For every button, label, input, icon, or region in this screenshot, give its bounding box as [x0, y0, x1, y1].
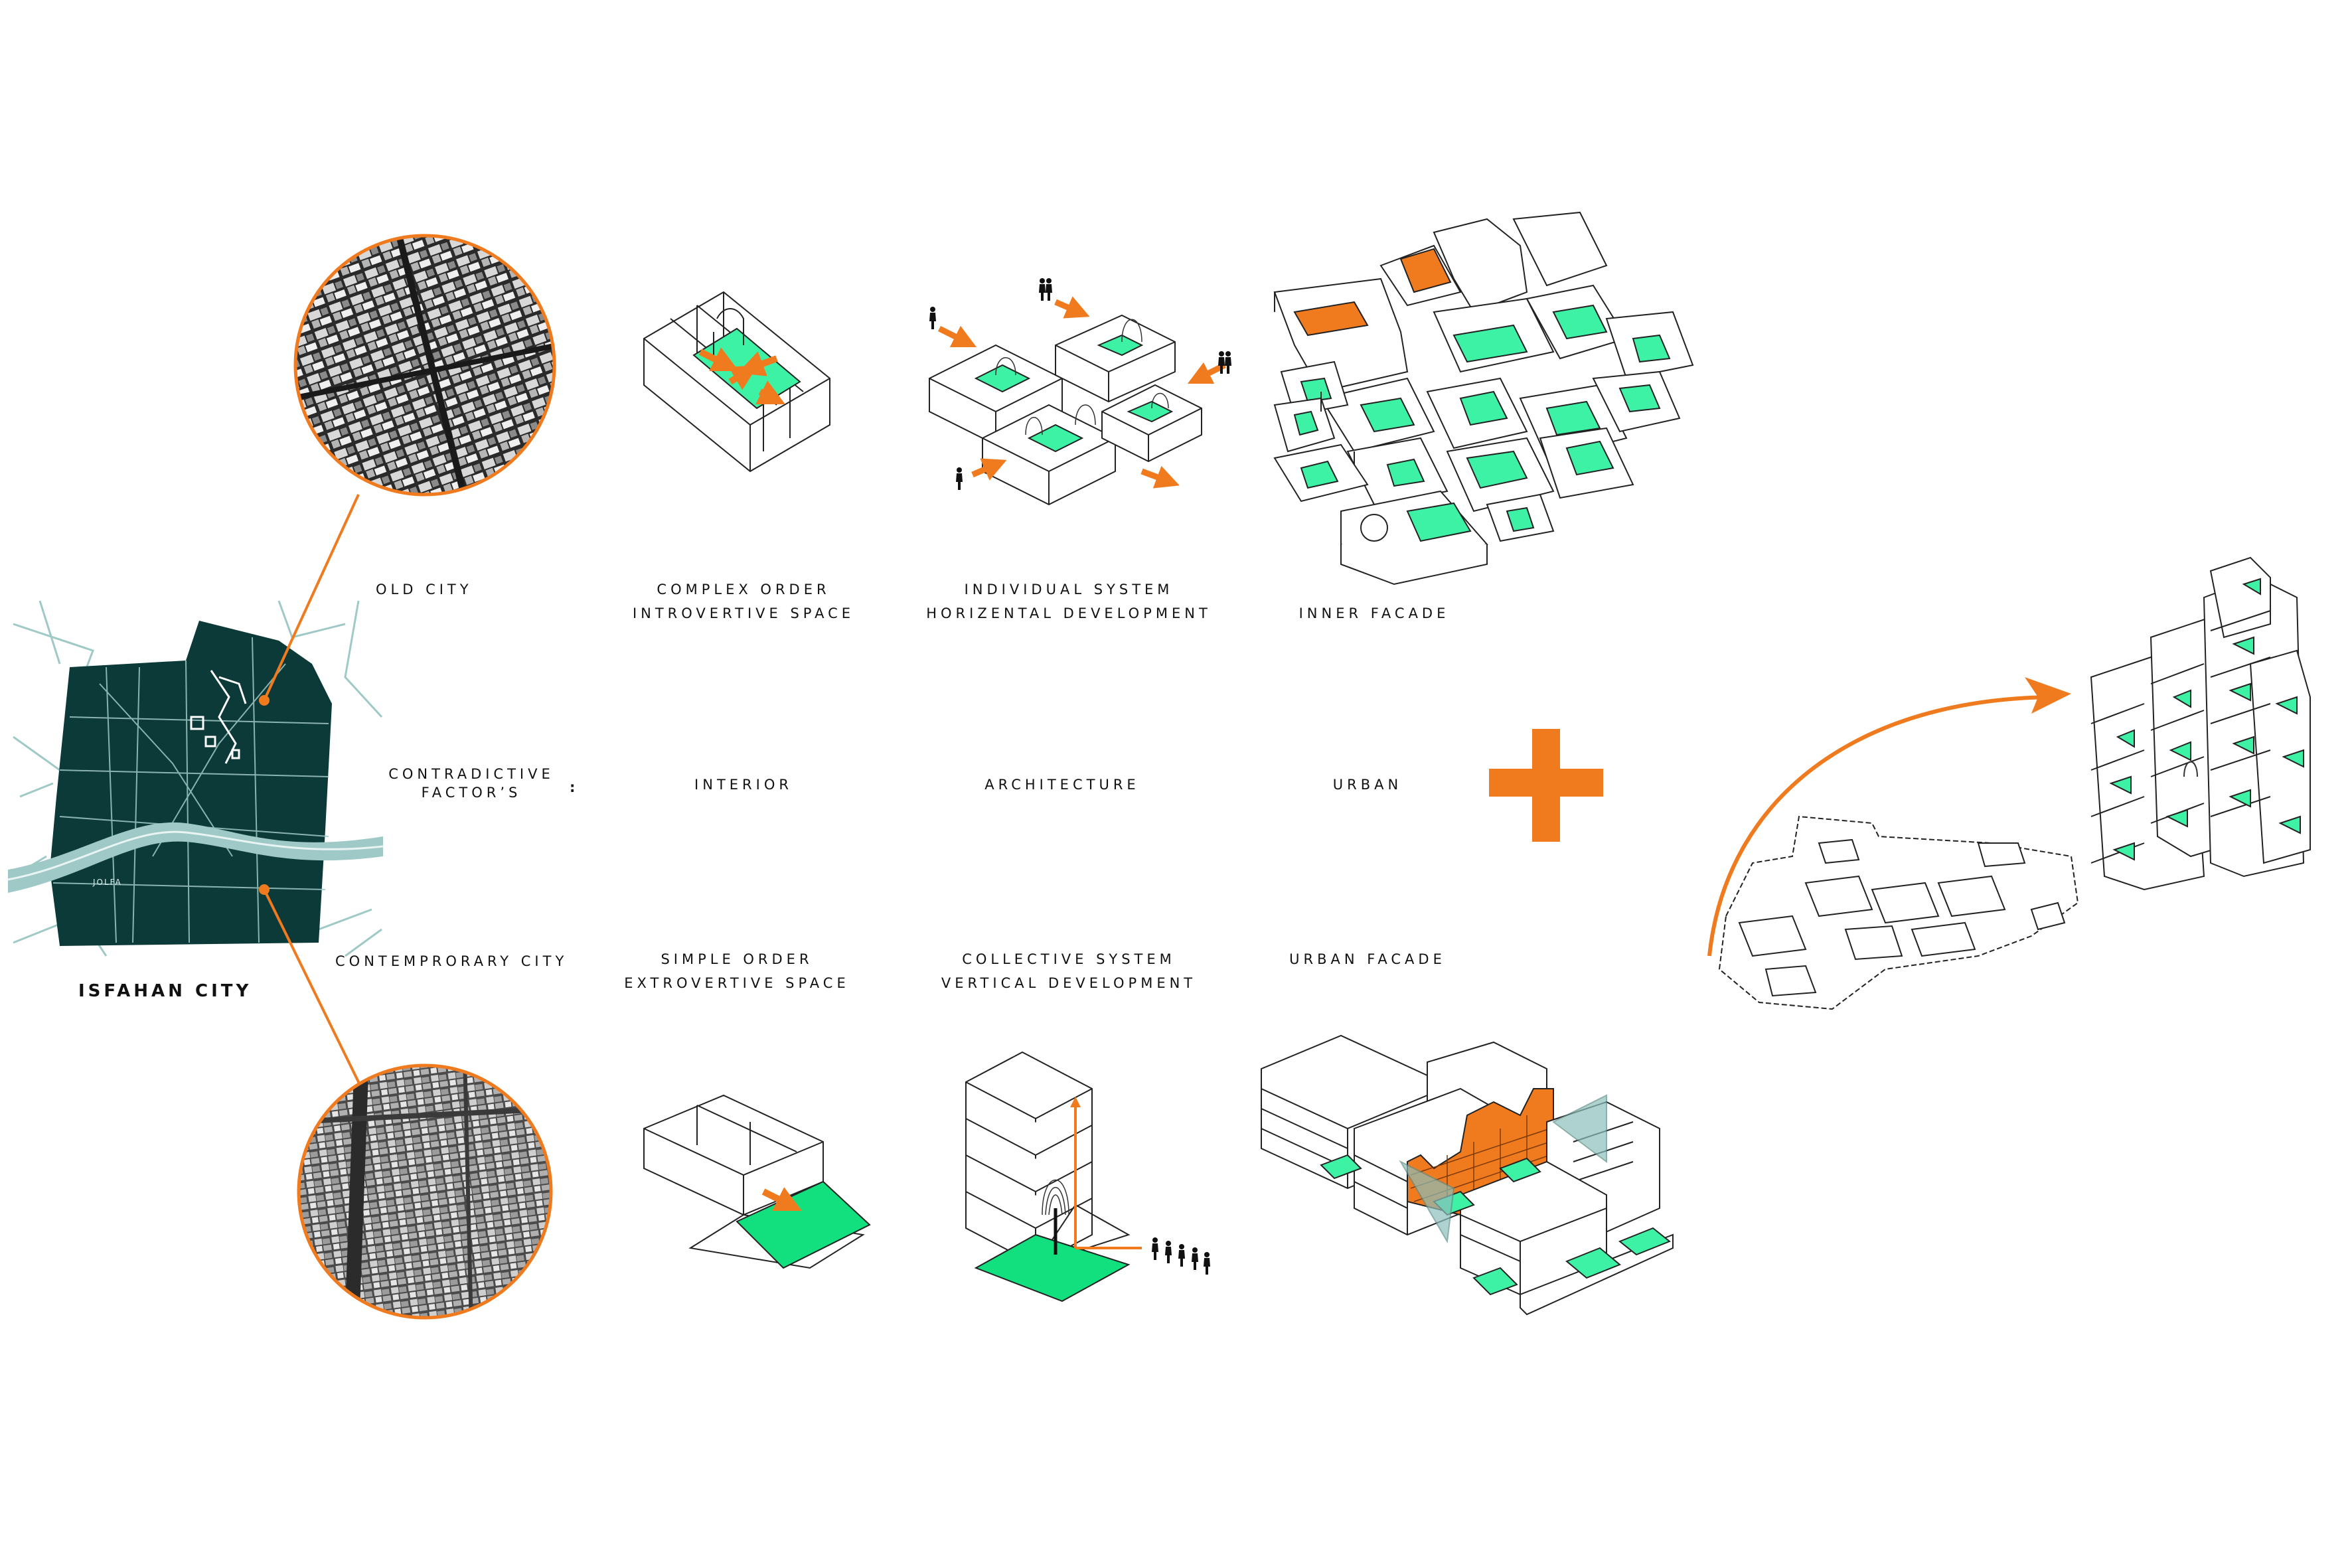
individual-system-diagram — [929, 296, 1227, 506]
urban-facade-label: URBAN FACADE — [1289, 951, 1446, 967]
person-icon — [1152, 1237, 1210, 1275]
simple-order-diagram — [643, 1094, 871, 1269]
row-label-contradictive-line2: FACTOR’S — [421, 785, 522, 801]
individual-system-label: INDIVIDUAL SYSTEM — [964, 582, 1174, 597]
row-label-colon: : — [570, 779, 580, 795]
complex-order-diagram — [643, 291, 830, 473]
urban-facade-diagram — [1261, 1034, 1674, 1316]
inner-facade-label: INNER FACADE — [1298, 605, 1450, 621]
old-city-aerial — [293, 234, 556, 497]
flat-plan-diagram — [1718, 815, 2079, 1010]
row-label-contradictive: CONTRADICTIVE FACTOR’S — [372, 765, 571, 802]
row-label-contradictive-line1: CONTRADICTIVE — [388, 766, 554, 782]
collective-system-diagram — [965, 1051, 1142, 1302]
simple-order-label: SIMPLE ORDER — [661, 951, 813, 967]
architecture-factor-label: ARCHITECTURE — [984, 777, 1140, 793]
introvertive-space-label: INTROVERTIVE SPACE — [632, 605, 855, 621]
map-title: ISFAHAN CITY — [78, 981, 252, 1001]
tree-icon — [1042, 1179, 1069, 1215]
complex-order-label: COMPLEX ORDER — [657, 582, 830, 597]
stacked-tower-diagram — [2090, 556, 2311, 891]
interior-new-label: SIMPLE ORDER EXTROVERTIVE SPACE — [604, 947, 870, 995]
row-label-contemporary-city: CONTEMPRORARY CITY — [335, 953, 568, 969]
urban-factor-label: URBAN — [1332, 777, 1403, 793]
vertical-development-label: VERTICAL DEVELOPMENT — [941, 975, 1197, 991]
district-label: JOLFA — [93, 878, 122, 887]
architecture-new-label: COLLECTIVE SYSTEM VERTICAL DEVELOPMENT — [916, 947, 1221, 995]
architecture-old-label: INDIVIDUAL SYSTEM HORIZENTAL DEVELOPMENT — [916, 578, 1221, 625]
horizental-development-label: HORIZENTAL DEVELOPMENT — [926, 605, 1212, 621]
interior-factor-label: INTERIOR — [694, 777, 793, 793]
interior-old-label: COMPLEX ORDER INTROVERTIVE SPACE — [611, 578, 876, 625]
extrovertive-space-label: EXTROVERTIVE SPACE — [624, 975, 850, 991]
plus-icon — [1489, 729, 1603, 842]
contemporary-city-aerial — [297, 1063, 553, 1320]
isfahan-map — [8, 494, 383, 1089]
curved-arrow-icon — [1707, 677, 2071, 957]
row-label-old-city: OLD CITY — [376, 582, 473, 597]
collective-system-label: COLLECTIVE SYSTEM — [962, 951, 1176, 967]
inner-facade-diagram — [1273, 211, 1694, 586]
